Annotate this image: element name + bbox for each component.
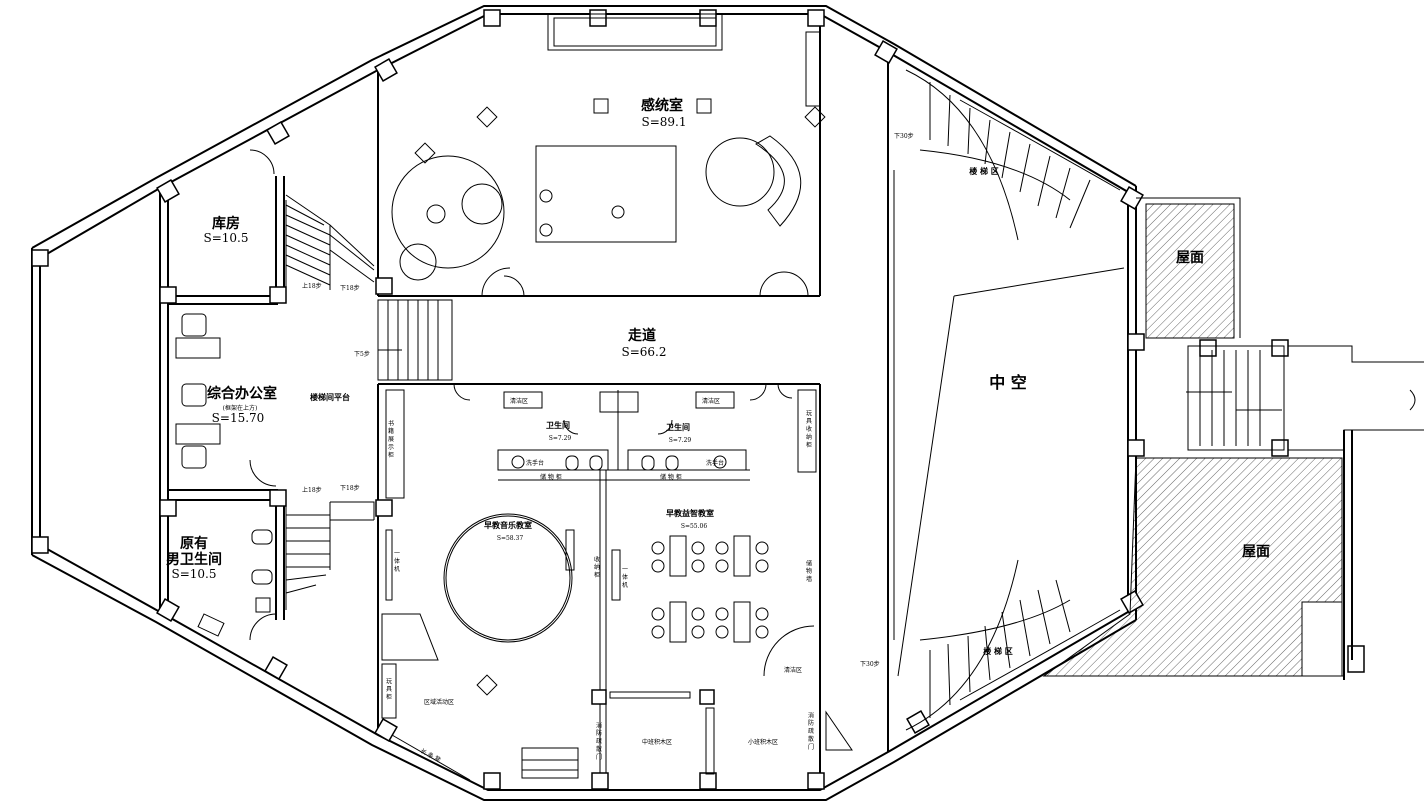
training-room-name: 早教益智教室 [666,508,714,518]
music-room-area: S=58.37 [497,535,523,542]
tv-right-label: 一 体 机 [621,566,628,589]
corridor-name: 走道 [628,327,656,344]
cabinet-wall-label: 储 物 墙 [805,559,812,583]
stair-area-top: 楼 梯 区 [969,166,999,176]
office-note: (框架在上方) [223,404,258,412]
office-furniture [175,313,221,469]
doors [249,149,809,641]
void-name: 中 空 [989,373,1027,392]
roof-top-name: 屋面 [1176,250,1204,266]
stair-note-down5: 下30步 [860,660,880,668]
music-room-name: 早教音乐教室 [484,520,532,530]
toilet-fixtures [197,391,747,637]
storage-area: S=10.5 [204,231,249,245]
stair-notes: 上18步 下18步 下5步 上18步 下18步 下30步 下30步 [302,132,914,668]
corridor-area: S=66.2 [622,345,667,359]
toilet-left-name: 卫生间 [546,420,570,430]
fire-door-right: 消 防 疏 散 门 [807,711,814,751]
stair-note-down4: 下30步 [894,132,914,140]
void-lines [897,267,1125,677]
toy-shelf-label: 玩 具 柜 [385,678,392,701]
roof-bottom-name: 屋面 [1242,544,1270,560]
cabinet-label-1: 储 物 柜 [540,473,562,481]
orig-toilet-line1: 原有 [180,535,208,552]
stair-note-down2: 下5步 [354,350,370,358]
sensory-room-name: 感统室 [641,97,683,114]
stair-right-bottom [905,559,1121,731]
stair-note-up2: 上18步 [302,486,322,494]
sensory-furniture [391,13,826,281]
stair-note-down3: 下18步 [340,484,360,492]
area-right-bottom: 小班积木区 [748,738,778,746]
orig-toilet-line2: 男卫生间 [166,551,222,568]
area-left-bottom: 区域活动区 [424,698,454,706]
music-room-furniture [381,389,579,781]
wash-label-3: 清洁区 [784,666,802,674]
stair-note-up1: 上18步 [302,282,322,290]
wash-label-2: 清洁区 [702,397,720,405]
stair-corridor [377,299,453,381]
wash-label-1: 清洁区 [510,397,528,405]
area-mid-bottom: 中班积木区 [642,738,672,746]
stair-left-lower [285,501,375,610]
training-room-area: S=55.06 [681,523,707,530]
stair-platform-name: 楼梯间平台 [310,392,350,402]
training-furniture [609,389,853,775]
tv-left-label: 一 体 机 [393,550,400,573]
fixture-labels: 清洁区 清洁区 清洁区 洗手台 洗手台 储 物 柜 储 物 柜 区域活动区 中班… [385,397,814,764]
display-right-label: 玩 具 收 纳 柜 [805,410,812,449]
stair-right-top [905,69,1121,241]
basin-label-2: 洗手台 [706,459,724,467]
office-area: S=15.70 [212,411,265,425]
sensory-room-area: S=89.1 [642,115,687,129]
display-left-label: 书 籍 展 示 柜 [387,419,394,459]
room-labels: 感统室 S=89.1 库房 S=10.5 综合办公室 (框架在上方) S=15.… [166,97,1270,656]
office-name: 综合办公室 [207,385,277,402]
basin-label-1: 洗手台 [526,459,544,467]
toilet-right-area: S=7.29 [669,437,692,444]
cabinet-label-2: 储 物 柜 [660,473,682,481]
orig-toilet-area: S=10.5 [172,567,217,581]
cabinet-mid-label: 收 纳 柜 [593,555,600,579]
storage-name: 库房 [212,215,240,232]
toilet-right-name: 卫生间 [666,422,690,432]
roof-areas [1042,197,1353,680]
fire-door-left: 消 防 疏 散 门 [595,721,602,761]
stair-right-middle [1186,345,1424,451]
stair-note-down1: 下18步 [340,284,360,292]
toilet-left-area: S=7.29 [549,435,572,442]
stair-area-bottom: 楼 梯 区 [983,646,1013,656]
interior-walls [159,16,1137,790]
stair-left-upper [285,194,375,290]
